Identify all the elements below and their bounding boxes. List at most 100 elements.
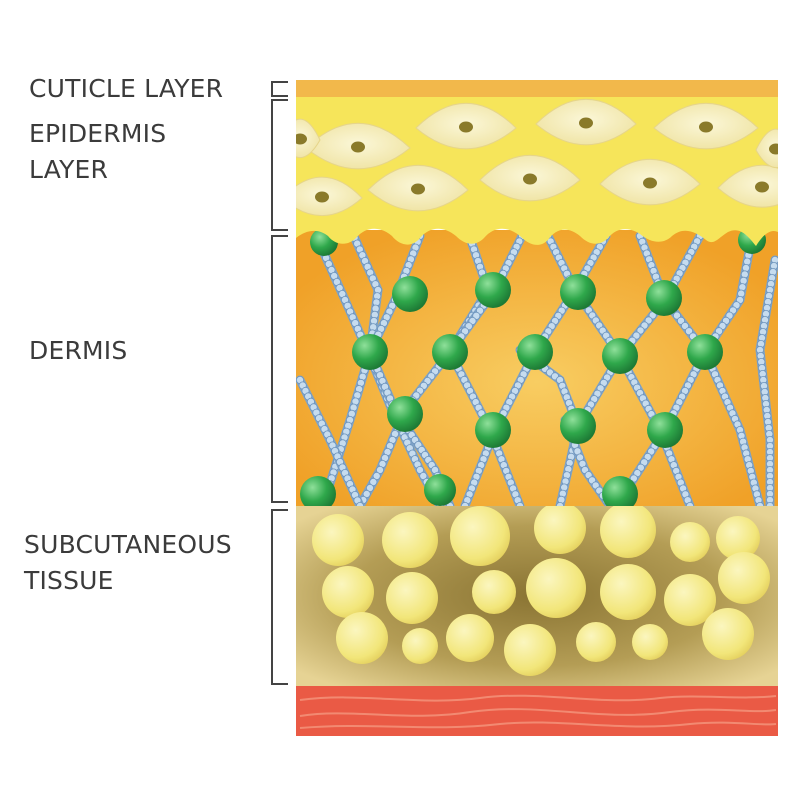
epidermis-layer — [296, 96, 778, 246]
fiber-bead — [365, 483, 374, 492]
cell-nucleus — [459, 121, 473, 133]
cell-nucleus — [643, 177, 657, 189]
fiber-bead — [673, 311, 682, 320]
epidermal-cell — [755, 128, 778, 168]
cell-nucleus — [579, 117, 593, 129]
fat-cell — [702, 608, 754, 660]
fat-cell — [336, 612, 388, 664]
elastin-node — [352, 334, 388, 370]
fat-cells — [312, 506, 770, 676]
epidermal-cell — [599, 158, 701, 206]
elastin-node — [646, 280, 682, 316]
cell-nucleus — [411, 183, 425, 195]
fat-cell — [446, 614, 494, 662]
epidermal-cell — [653, 102, 759, 150]
elastin-node — [475, 272, 511, 308]
elastin-node — [424, 474, 456, 506]
fat-cell — [322, 566, 374, 618]
cell-nucleus — [755, 181, 769, 193]
cell-body — [296, 176, 363, 217]
fiber-bead — [743, 257, 752, 266]
label-line: LAYER — [29, 155, 109, 184]
epidermal-cell — [717, 164, 778, 208]
epidermal-cell — [367, 164, 469, 212]
elastin-node — [560, 408, 596, 444]
elastin-node — [387, 396, 423, 432]
fiber-bead — [375, 465, 384, 474]
label-dermis: DERMIS — [29, 333, 127, 369]
cell-body — [755, 128, 778, 168]
elastin-node — [602, 476, 638, 506]
elastin-node — [392, 276, 428, 312]
fat-cell — [670, 522, 710, 562]
fiber-bead — [644, 316, 653, 325]
cell-nucleus — [699, 121, 713, 133]
elastin-node — [517, 334, 553, 370]
fat-cell — [526, 558, 586, 618]
cell-nucleus — [296, 133, 307, 145]
elastin-node — [602, 338, 638, 374]
elastin-node — [647, 412, 683, 448]
muscle-fiber — [299, 721, 777, 729]
fat-cell — [716, 516, 760, 560]
fiber-bead — [685, 327, 694, 336]
fat-cell — [382, 512, 438, 568]
fiber-bead — [362, 489, 371, 498]
collagen-fiber — [296, 375, 365, 506]
elastin-node — [300, 476, 336, 506]
cell-nucleus — [351, 141, 365, 153]
muscle-background — [296, 686, 778, 736]
fiber-bead — [369, 477, 378, 486]
fiber-bead — [742, 263, 751, 272]
elastin-node — [687, 334, 723, 370]
fiber-bead — [737, 289, 746, 298]
bracket-dermis — [271, 235, 288, 503]
epidermal-cell — [305, 122, 411, 170]
bracket-subcutaneous — [271, 509, 288, 685]
label-line: CUTICLE LAYER — [29, 74, 224, 103]
label-line: DERMIS — [29, 336, 128, 365]
epidermal-cell — [479, 154, 581, 202]
label-line: TISSUE — [24, 566, 114, 595]
elastin-node — [475, 412, 511, 448]
fat-cell — [600, 506, 656, 558]
label-epidermis-layer: EPIDERMIS LAYER — [29, 116, 166, 188]
elastin-node — [560, 274, 596, 310]
fat-cell — [576, 622, 616, 662]
fat-cell — [632, 624, 668, 660]
fiber-bead — [372, 471, 381, 480]
muscle-fiber — [299, 694, 777, 702]
elastin-nodes — [300, 230, 766, 506]
label-cuticle-layer: CUTICLE LAYER — [29, 71, 223, 107]
muscle-layer — [296, 686, 778, 736]
cuticle-layer — [296, 80, 778, 97]
epidermal-cell — [296, 118, 321, 158]
fiber-bead — [739, 276, 748, 285]
label-line: SUBCUTANEOUS — [24, 530, 232, 559]
bracket-epidermis — [271, 99, 288, 231]
fiber-bead — [677, 316, 686, 325]
fat-cell — [600, 564, 656, 620]
collagen-fiber — [755, 255, 778, 506]
fat-cell — [504, 624, 556, 676]
cell-nucleus — [523, 173, 537, 185]
epidermal-cells — [296, 98, 778, 217]
cell-body — [717, 164, 778, 208]
fiber-bead — [632, 331, 641, 340]
layer-brackets — [271, 81, 288, 685]
label-subcutaneous-tissue: SUBCUTANEOUS TISSUE — [24, 527, 232, 599]
epidermal-cell — [535, 98, 637, 146]
cell-nucleus — [315, 191, 329, 203]
fiber-bead — [419, 471, 428, 480]
fat-cell — [534, 506, 586, 554]
elastin-node — [432, 334, 468, 370]
fat-cell — [450, 506, 510, 566]
fat-cell — [472, 570, 516, 614]
epidermal-cell — [415, 102, 517, 150]
epidermal-cell — [296, 176, 363, 217]
muscle-fiber — [299, 708, 777, 717]
fiber-bead — [415, 465, 424, 474]
fat-cell — [312, 514, 364, 566]
